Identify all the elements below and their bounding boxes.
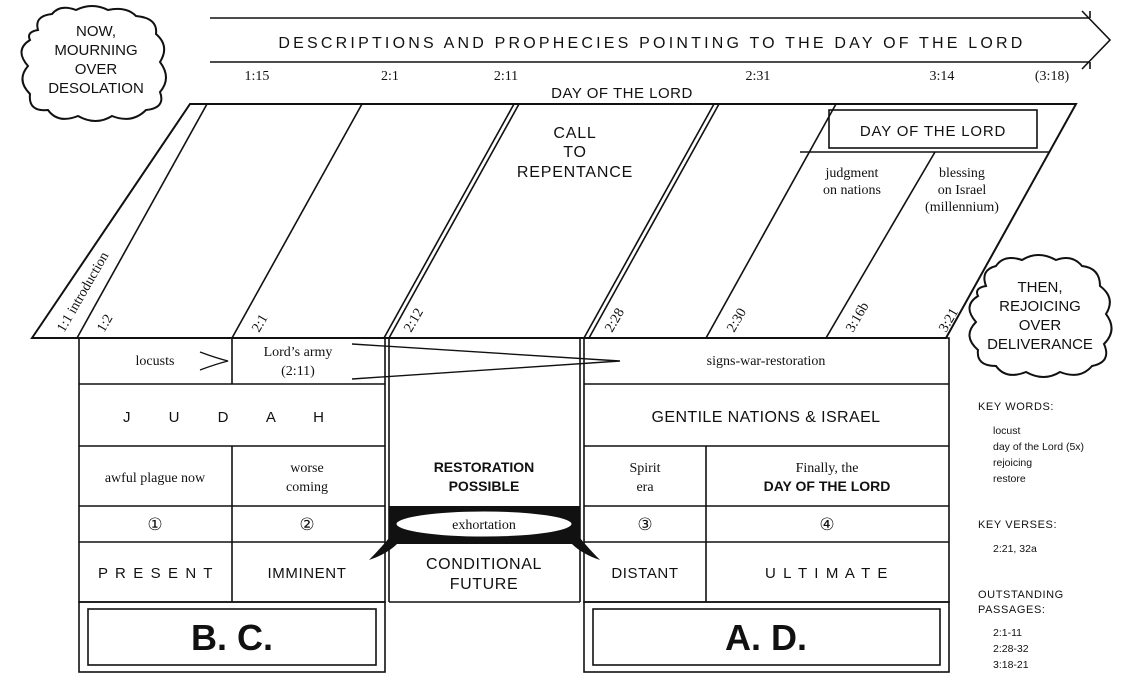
judah-label: J U D A H xyxy=(123,409,341,426)
key-word: rejoicing xyxy=(993,457,1032,469)
bc-label: B. C. xyxy=(191,617,273,658)
key-words-title: KEY WORDS: xyxy=(978,401,1054,413)
finally-label: DAY OF THE LORD xyxy=(764,478,891,494)
spirit-label: era xyxy=(636,480,654,495)
col-label: 3:21 xyxy=(936,306,961,335)
call-to-repentance: TO xyxy=(563,144,587,161)
banner-ref: 2:31 xyxy=(746,69,771,84)
cloud-right-line: DELIVERANCE xyxy=(987,336,1093,353)
banner-title: DESCRIPTIONS AND PROPHECIES POINTING TO … xyxy=(278,35,1025,52)
restoration-label: POSSIBLE xyxy=(449,478,520,494)
blessing-label: blessing xyxy=(939,166,985,181)
worse-label: worse xyxy=(290,461,323,476)
cloud-left-line: OVER xyxy=(75,61,118,78)
present-label: P R E S E N T xyxy=(98,565,214,582)
banner-arrow xyxy=(210,10,1112,70)
signs-label: signs-war-restoration xyxy=(707,354,826,369)
lords-army-label: Lord’s army xyxy=(264,345,333,360)
cloud-right: THEN, REJOICING OVER DELIVERANCE xyxy=(968,254,1113,378)
judgment-label: on nations xyxy=(823,183,881,198)
passage: 2:1-11 xyxy=(993,627,1022,639)
lords-army-label: (2:11) xyxy=(281,364,315,379)
number-label: ① xyxy=(147,515,162,534)
cloud-left-line: DESOLATION xyxy=(48,80,144,97)
banner-subtitle: DAY OF THE LORD xyxy=(551,85,693,102)
spirit-label: Spirit xyxy=(629,461,660,476)
banner-ref: 2:11 xyxy=(494,69,518,84)
imminent-label: IMMINENT xyxy=(268,565,347,582)
blessing-label: (millennium) xyxy=(925,200,999,215)
call-to-repentance: REPENTANCE xyxy=(517,164,633,181)
cloud-right-line: THEN, xyxy=(1018,279,1063,296)
ultimate-label: U L T I M A T E xyxy=(765,565,889,582)
col-label: 2:1 xyxy=(249,312,271,335)
key-word: day of the Lord (5x) xyxy=(993,441,1084,453)
passages-title: PASSAGES: xyxy=(978,604,1046,616)
banner-ref: (3:18) xyxy=(1035,69,1070,84)
passage: 2:28-32 xyxy=(993,643,1029,655)
blessing-label: on Israel xyxy=(938,183,987,198)
banner-ref: 1:15 xyxy=(245,69,270,84)
distant-label: DISTANT xyxy=(611,565,678,582)
cloud-left-line: MOURNING xyxy=(54,42,137,59)
number-label: ③ xyxy=(637,515,652,534)
main-grid xyxy=(78,337,950,673)
col-label: 2:28 xyxy=(602,306,627,335)
gentile-label: GENTILE NATIONS & ISRAEL xyxy=(652,409,881,426)
number-label: ④ xyxy=(819,515,834,534)
exhortation-band xyxy=(369,506,600,560)
day-of-lord-box-label: DAY OF THE LORD xyxy=(860,123,1006,140)
exhortation-label: exhortation xyxy=(452,518,516,533)
key-word: restore xyxy=(993,473,1026,485)
awful-label: awful plague now xyxy=(105,471,206,486)
locusts-label: locusts xyxy=(136,354,175,369)
ad-label: A. D. xyxy=(725,617,807,658)
banner-ref: 2:1 xyxy=(381,69,399,84)
conditional-label: CONDITIONAL xyxy=(426,556,542,573)
cloud-right-line: REJOICING xyxy=(999,298,1081,315)
worse-label: coming xyxy=(286,480,328,495)
restoration-label: RESTORATION xyxy=(434,459,535,475)
army-arrow xyxy=(199,343,621,380)
finally-label: Finally, the xyxy=(796,461,859,476)
banner-ref: 3:14 xyxy=(930,69,955,84)
cloud-left-line: NOW, xyxy=(76,23,116,40)
conditional-label: FUTURE xyxy=(450,576,518,593)
col-label: 3:16b xyxy=(843,300,872,335)
judgment-label: judgment xyxy=(825,166,879,181)
number-label: ② xyxy=(299,515,314,534)
cloud-right-line: OVER xyxy=(1019,317,1062,334)
sidebar: KEY WORDS: locust day of the Lord (5x) r… xyxy=(978,401,1084,671)
call-to-repentance: CALL xyxy=(553,125,596,142)
cloud-left: NOW, MOURNING OVER DESOLATION xyxy=(20,5,167,122)
passage: 3:18-21 xyxy=(993,659,1029,671)
key-verse: 2:21, 32a xyxy=(993,543,1037,555)
key-word: locust xyxy=(993,425,1021,437)
key-verses-title: KEY VERSES: xyxy=(978,519,1057,531)
col-label: 1:2 xyxy=(94,312,116,335)
passages-title: OUTSTANDING xyxy=(978,589,1064,601)
col-label: 2:30 xyxy=(724,306,749,335)
